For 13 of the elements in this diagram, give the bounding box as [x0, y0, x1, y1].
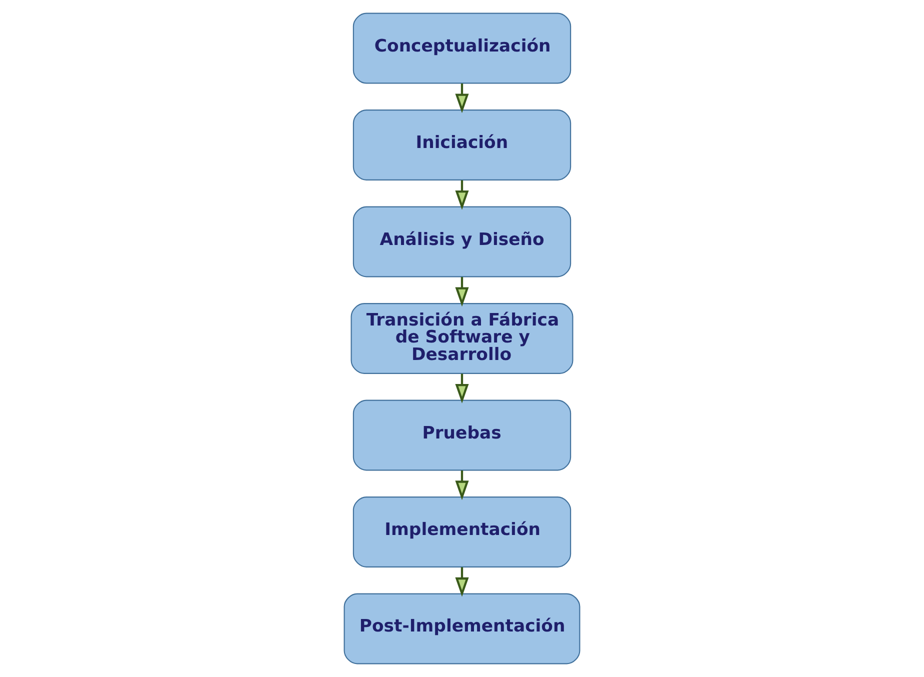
arrow: [455, 470, 469, 500]
node-box: Transición a Fábrica de Software y Desarrollo: [350, 303, 574, 374]
arrow: [455, 567, 469, 597]
arrow: [455, 84, 469, 114]
node-box: Implementación: [352, 496, 572, 568]
arrow: [455, 374, 469, 404]
node-box: Conceptualización: [352, 12, 572, 84]
node-box: Iniciación: [352, 110, 572, 180]
node-box: Análisis y Diseño: [352, 206, 572, 278]
node-box: Post-Implementación: [344, 593, 580, 664]
node-box: Pruebas: [352, 400, 572, 471]
arrow: [455, 180, 469, 210]
arrow: [455, 276, 469, 307]
